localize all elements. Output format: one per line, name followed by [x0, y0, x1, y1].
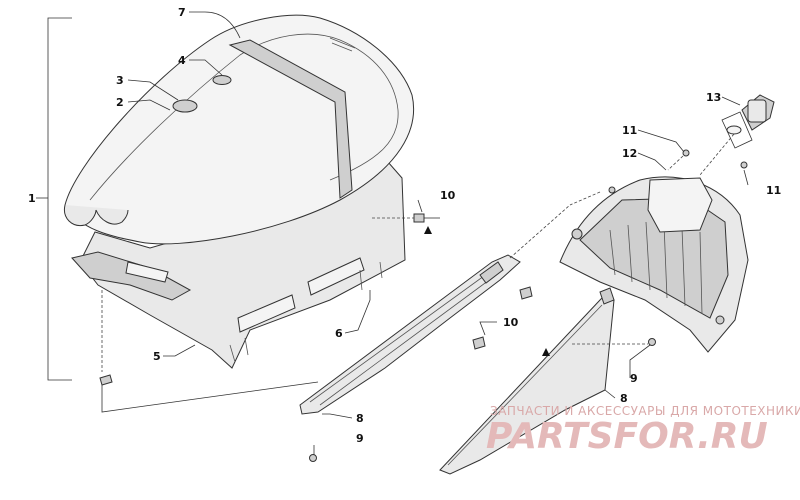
callout-10-bottom: 10: [503, 316, 519, 329]
assembly-bracket: [36, 17, 72, 381]
screw-11-b: [740, 161, 748, 169]
callout-8-left: 8: [356, 412, 364, 425]
seat-vent-1: [237, 294, 296, 333]
callout-6: 6: [335, 327, 343, 340]
screw-9-right: [542, 338, 656, 356]
callout-7: 7: [178, 6, 186, 19]
watermark-logo: PARTSFOR.RU: [486, 416, 768, 457]
callout-11-right: 11: [766, 184, 781, 197]
callout-10-top: 10: [440, 189, 456, 202]
clip-seat: [372, 213, 440, 234]
seat-assembly: [63, 14, 415, 386]
callout-3: 3: [116, 74, 124, 87]
screw-9-left: [309, 454, 317, 462]
callout-4: 4: [178, 54, 186, 67]
seat-strap: [228, 39, 353, 199]
screw-11-a: [667, 149, 690, 171]
callout-1: 1: [28, 192, 36, 205]
callout-12: 12: [622, 147, 637, 160]
callout-5: 5: [153, 350, 161, 363]
rear-storage-tray: [559, 176, 749, 353]
seat-cushion: [64, 14, 415, 245]
callout-2: 2: [116, 96, 124, 109]
seat-vent-3: [125, 261, 169, 283]
seat-front-flap: [71, 251, 192, 301]
watermark-tagline: ЗАПЧАСТИ И АКСЕССУАРЫ ДЛЯ МОТОТЕХНИКИ: [490, 404, 800, 418]
callout-8-right: 8: [620, 392, 628, 405]
seat-vent-2: [307, 257, 365, 296]
callout-9-left: 9: [356, 432, 364, 445]
callout-9-right: 9: [630, 372, 638, 385]
callout-11-top: 11: [622, 124, 637, 137]
tail-light: [699, 94, 775, 176]
seat-patch-small: [212, 75, 232, 85]
leader-lines: [127, 11, 749, 455]
callout-13: 13: [706, 91, 721, 104]
side-rail-left: [299, 254, 533, 415]
seat-patch-large: [172, 99, 198, 113]
